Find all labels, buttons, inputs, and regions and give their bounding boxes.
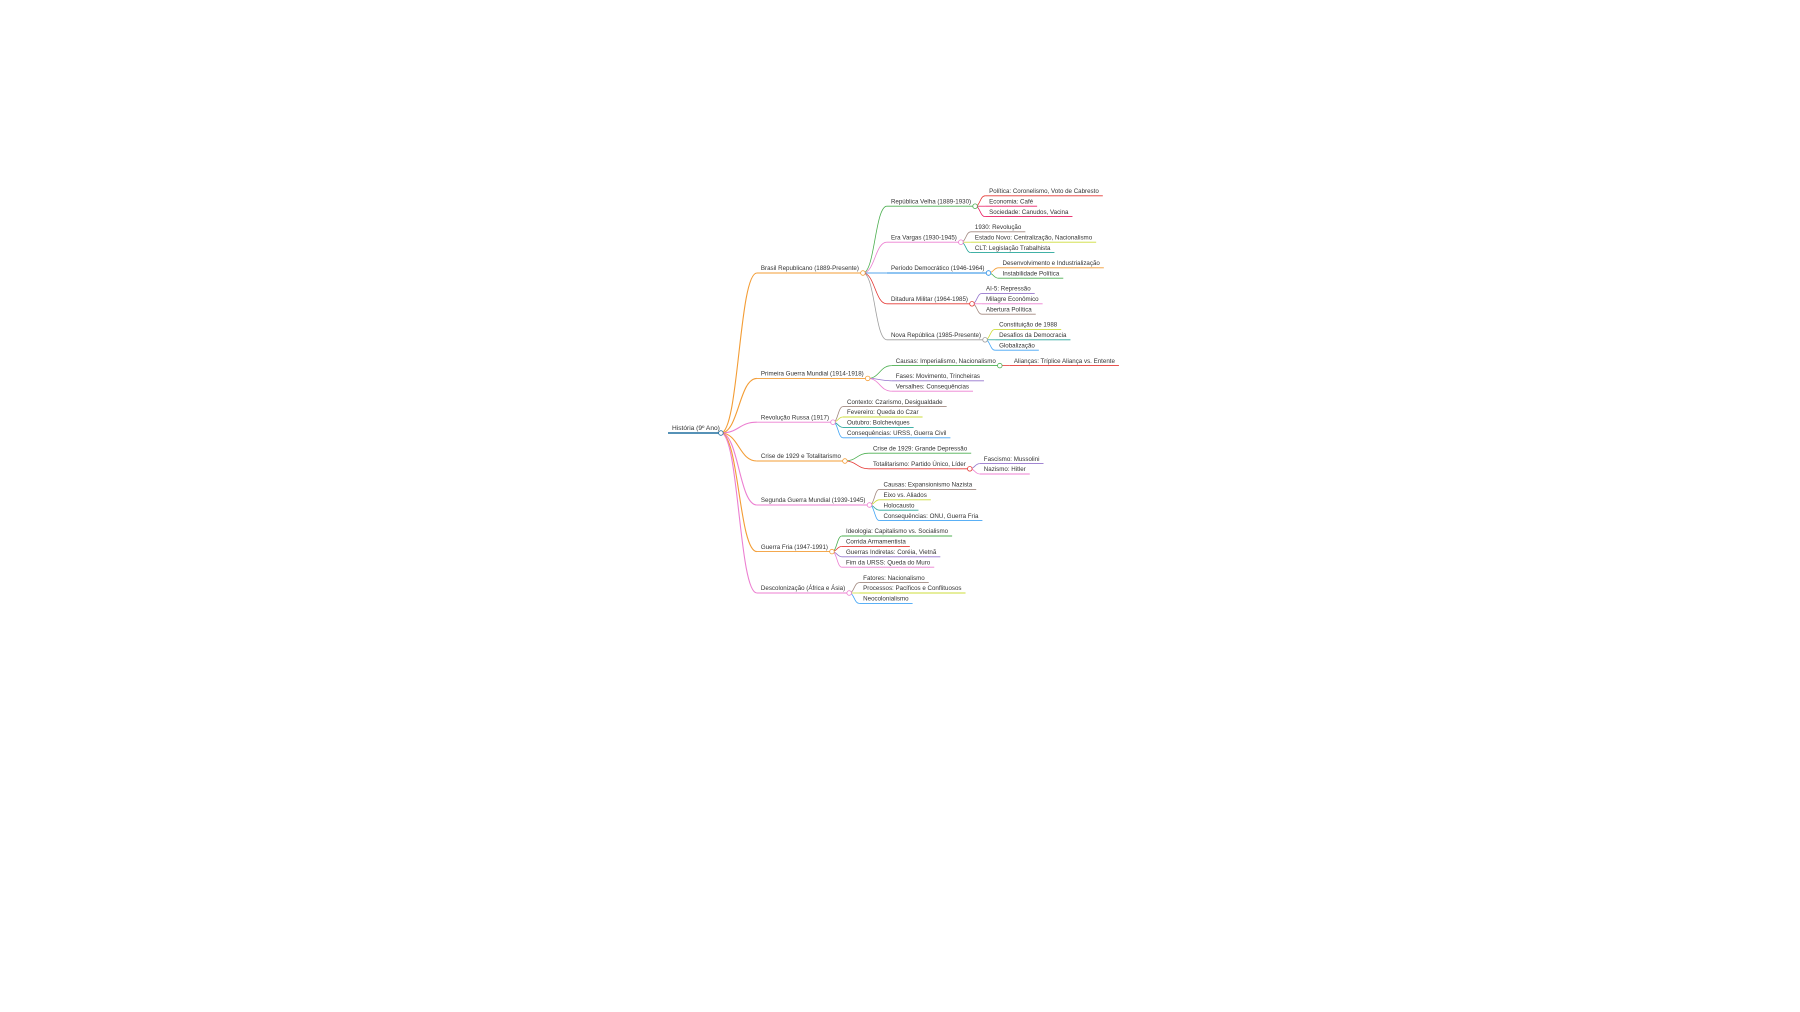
mindmap-node-versalhes-consequencias[interactable]: Versalhes: Consequências [896, 383, 969, 390]
mindmap-node-nazismo-hitler[interactable]: Nazismo: Hitler [984, 466, 1026, 473]
mindmap-node-crise-de-1929-grande-depressao[interactable]: Crise de 1929: Grande Depressão [873, 445, 968, 452]
mindmap-node-fatores-nacionalismo[interactable]: Fatores: Nacionalismo [863, 575, 925, 582]
mindmap-node-brasil-republicano-1889-presente[interactable]: Brasil Republicano (1889-Presente) [761, 265, 859, 272]
collapse-toggle-icon[interactable] [985, 270, 992, 276]
mindmap-node-fim-da-urss-queda-do-muro[interactable]: Fim da URSS: Queda do Muro [846, 559, 931, 566]
collapse-toggle-icon[interactable] [958, 239, 964, 245]
collapse-toggle-icon[interactable] [865, 375, 871, 382]
mindmap-node-periodo-democratico-1946-1964[interactable]: Período Democrático (1946-1964) [891, 265, 985, 272]
mindmap-node-corrida-armamentista[interactable]: Corrida Armamentista [846, 539, 906, 546]
mindmap-node-crise-de-1929-e-totalitarismo[interactable]: Crise de 1929 e Totalitarismo [761, 453, 842, 460]
mindmap-node-milagre-economico[interactable]: Milagre Econômico [986, 296, 1039, 303]
collapse-toggle-icon[interactable] [860, 270, 866, 276]
mindmap-connector [862, 272, 888, 341]
mindmap-node-nova-republica-1985-presente[interactable]: Nova República (1985-Presente) [891, 332, 981, 339]
mindmap-connector [720, 432, 758, 594]
mindmap-node-constituicao-de-1988[interactable]: Constituição de 1988 [999, 322, 1058, 329]
mindmap-node-ai-5-repressao[interactable]: AI-5: Repressão [986, 286, 1031, 293]
mindmap-node-republica-velha-1889-1930[interactable]: República Velha (1889-1930) [891, 198, 971, 205]
mindmap-node-fases-movimento-trincheiras[interactable]: Fases: Movimento, Trincheiras [896, 373, 980, 380]
mindmap-connector [844, 452, 869, 462]
mindmap-connector [720, 421, 757, 434]
mindmap-node-instabilidade-politica[interactable]: Instabilidade Política [1003, 270, 1060, 277]
mindmap-node-1930-revolucao[interactable]: 1930: Revolução [975, 224, 1022, 231]
collapse-toggle-icon[interactable] [829, 548, 835, 555]
mindmap-node-eixo-vs-aliados[interactable]: Eixo vs. Aliados [883, 492, 926, 499]
mindmap-connector [862, 272, 888, 305]
mindmap-node-abertura-politica[interactable]: Abertura Política [986, 306, 1032, 313]
mindmap-node-causas-expansionismo-nazista[interactable]: Causas: Expansionismo Nazista [883, 482, 972, 489]
mindmap-node-revolucao-russa-1917[interactable]: Revolução Russa (1917) [761, 414, 829, 421]
mindmap-node-processos-pacificos-e-conflituosos[interactable]: Processos: Pacíficos e Conflituosos [863, 585, 961, 592]
collapse-toggle-icon[interactable] [967, 466, 973, 472]
mindmap-node-ditadura-militar-1964-1985[interactable]: Ditadura Militar (1964-1985) [891, 296, 968, 303]
mindmap-node-fascismo-mussolini[interactable]: Fascismo: Mussolini [984, 456, 1040, 463]
mindmap-node-descolonizacao-africa-e-asia[interactable]: Descolonização (África e Ásia) [761, 585, 845, 592]
collapse-toggle-icon[interactable] [830, 419, 836, 425]
mindmap-connector [720, 272, 758, 434]
mindmap-connector [720, 432, 758, 553]
mindmap-node-clt-legislacao-trabalhista[interactable]: CLT: Legislação Trabalhista [975, 245, 1051, 252]
mindmap-node-era-vargas-1930-1945[interactable]: Era Vargas (1930-1945) [891, 234, 957, 241]
mindmap-node-sociedade-canudos-vacina[interactable]: Sociedade: Canudos, Vacina [989, 209, 1069, 216]
mindmap-node-primeira-guerra-mundial-1914-1918[interactable]: Primeira Guerra Mundial (1914-1918) [761, 371, 864, 378]
collapse-toggle-icon[interactable] [997, 362, 1003, 369]
mindmap-node-politica-coronelismo-voto-de-cabresto[interactable]: Política: Coronelismo, Voto de Cabresto [989, 188, 1099, 195]
collapse-toggle-icon[interactable] [969, 301, 975, 307]
mindmap-connector [867, 365, 892, 379]
mindmap-nodes: História (9º Ano) Brasil Republicano (188… [672, 188, 1115, 603]
mindmap-connector [862, 205, 888, 274]
mindmap-connector [720, 432, 758, 506]
mindmap-node-historia-9-ano[interactable]: História (9º Ano) [672, 425, 720, 432]
mindmap-connector [720, 377, 758, 434]
mindmap-node-aliancas-triplice-alianca-vs-entente[interactable]: Alianças: Tríplice Aliança vs. Entente [1014, 358, 1116, 365]
mindmap-node-guerra-fria-1947-1991[interactable]: Guerra Fria (1947-1991) [761, 544, 828, 551]
mindmap-node-guerras-indiretas-coreia-vietna[interactable]: Guerras Indiretas: Coréia, Vietnã [846, 549, 937, 556]
mindmap-node-consequencias-onu-guerra-fria[interactable]: Consequências: ONU, Guerra Fria [883, 513, 978, 520]
mindmap-node-causas-imperialismo-nacionalismo[interactable]: Causas: Imperialismo, Nacionalismo [896, 358, 997, 365]
mindmap-node-neocolonialismo[interactable]: Neocolonialismo [863, 596, 909, 603]
collapse-toggle-icon[interactable] [972, 203, 978, 209]
mindmap-connector [862, 241, 888, 274]
collapse-toggle-icon[interactable] [718, 430, 724, 436]
mindmap-node-holocausto[interactable]: Holocausto [883, 502, 915, 509]
mindmap-node-desafios-da-democracia[interactable]: Desafios da Democracia [999, 332, 1067, 339]
mindmap-node-economia-cafe[interactable]: Economia: Café [989, 198, 1034, 205]
mindmap-node-globalizacao[interactable]: Globalização [999, 342, 1035, 349]
mindmap-node-outubro-bolcheviques[interactable]: Outubro: Bolcheviques [847, 420, 910, 427]
collapse-toggle-icon[interactable] [846, 590, 852, 596]
mindmap-links [668, 195, 1119, 604]
mindmap-node-contexto-czarismo-desigualdade[interactable]: Contexto: Czarismo, Desigualdade [847, 399, 943, 406]
collapse-toggle-icon[interactable] [982, 337, 988, 343]
collapse-toggle-icon[interactable] [866, 502, 873, 508]
mindmap-connector [844, 460, 869, 470]
collapse-toggle-icon[interactable] [842, 458, 848, 464]
mindmap-node-ideologia-capitalismo-vs-socialismo[interactable]: Ideologia: Capitalismo vs. Socialismo [846, 528, 949, 535]
mindmap-node-desenvolvimento-e-industrializacao[interactable]: Desenvolvimento e Industrialização [1003, 260, 1101, 267]
mindmap-node-segunda-guerra-mundial-1939-1945[interactable]: Segunda Guerra Mundial (1939-1945) [761, 497, 866, 504]
mindmap-node-totalitarismo-partido-unico-lider[interactable]: Totalitarismo: Partido Único, Líder [873, 461, 966, 468]
mindmap-node-estado-novo-centralizacao-nacionalismo[interactable]: Estado Novo: Centralização, Nacionalismo [975, 234, 1093, 241]
mindmap-node-fevereiro-queda-do-czar[interactable]: Fevereiro: Queda do Czar [847, 409, 919, 416]
mindmap-node-consequencias-urss-guerra-civil[interactable]: Consequências: URSS, Guerra Civil [847, 430, 946, 437]
